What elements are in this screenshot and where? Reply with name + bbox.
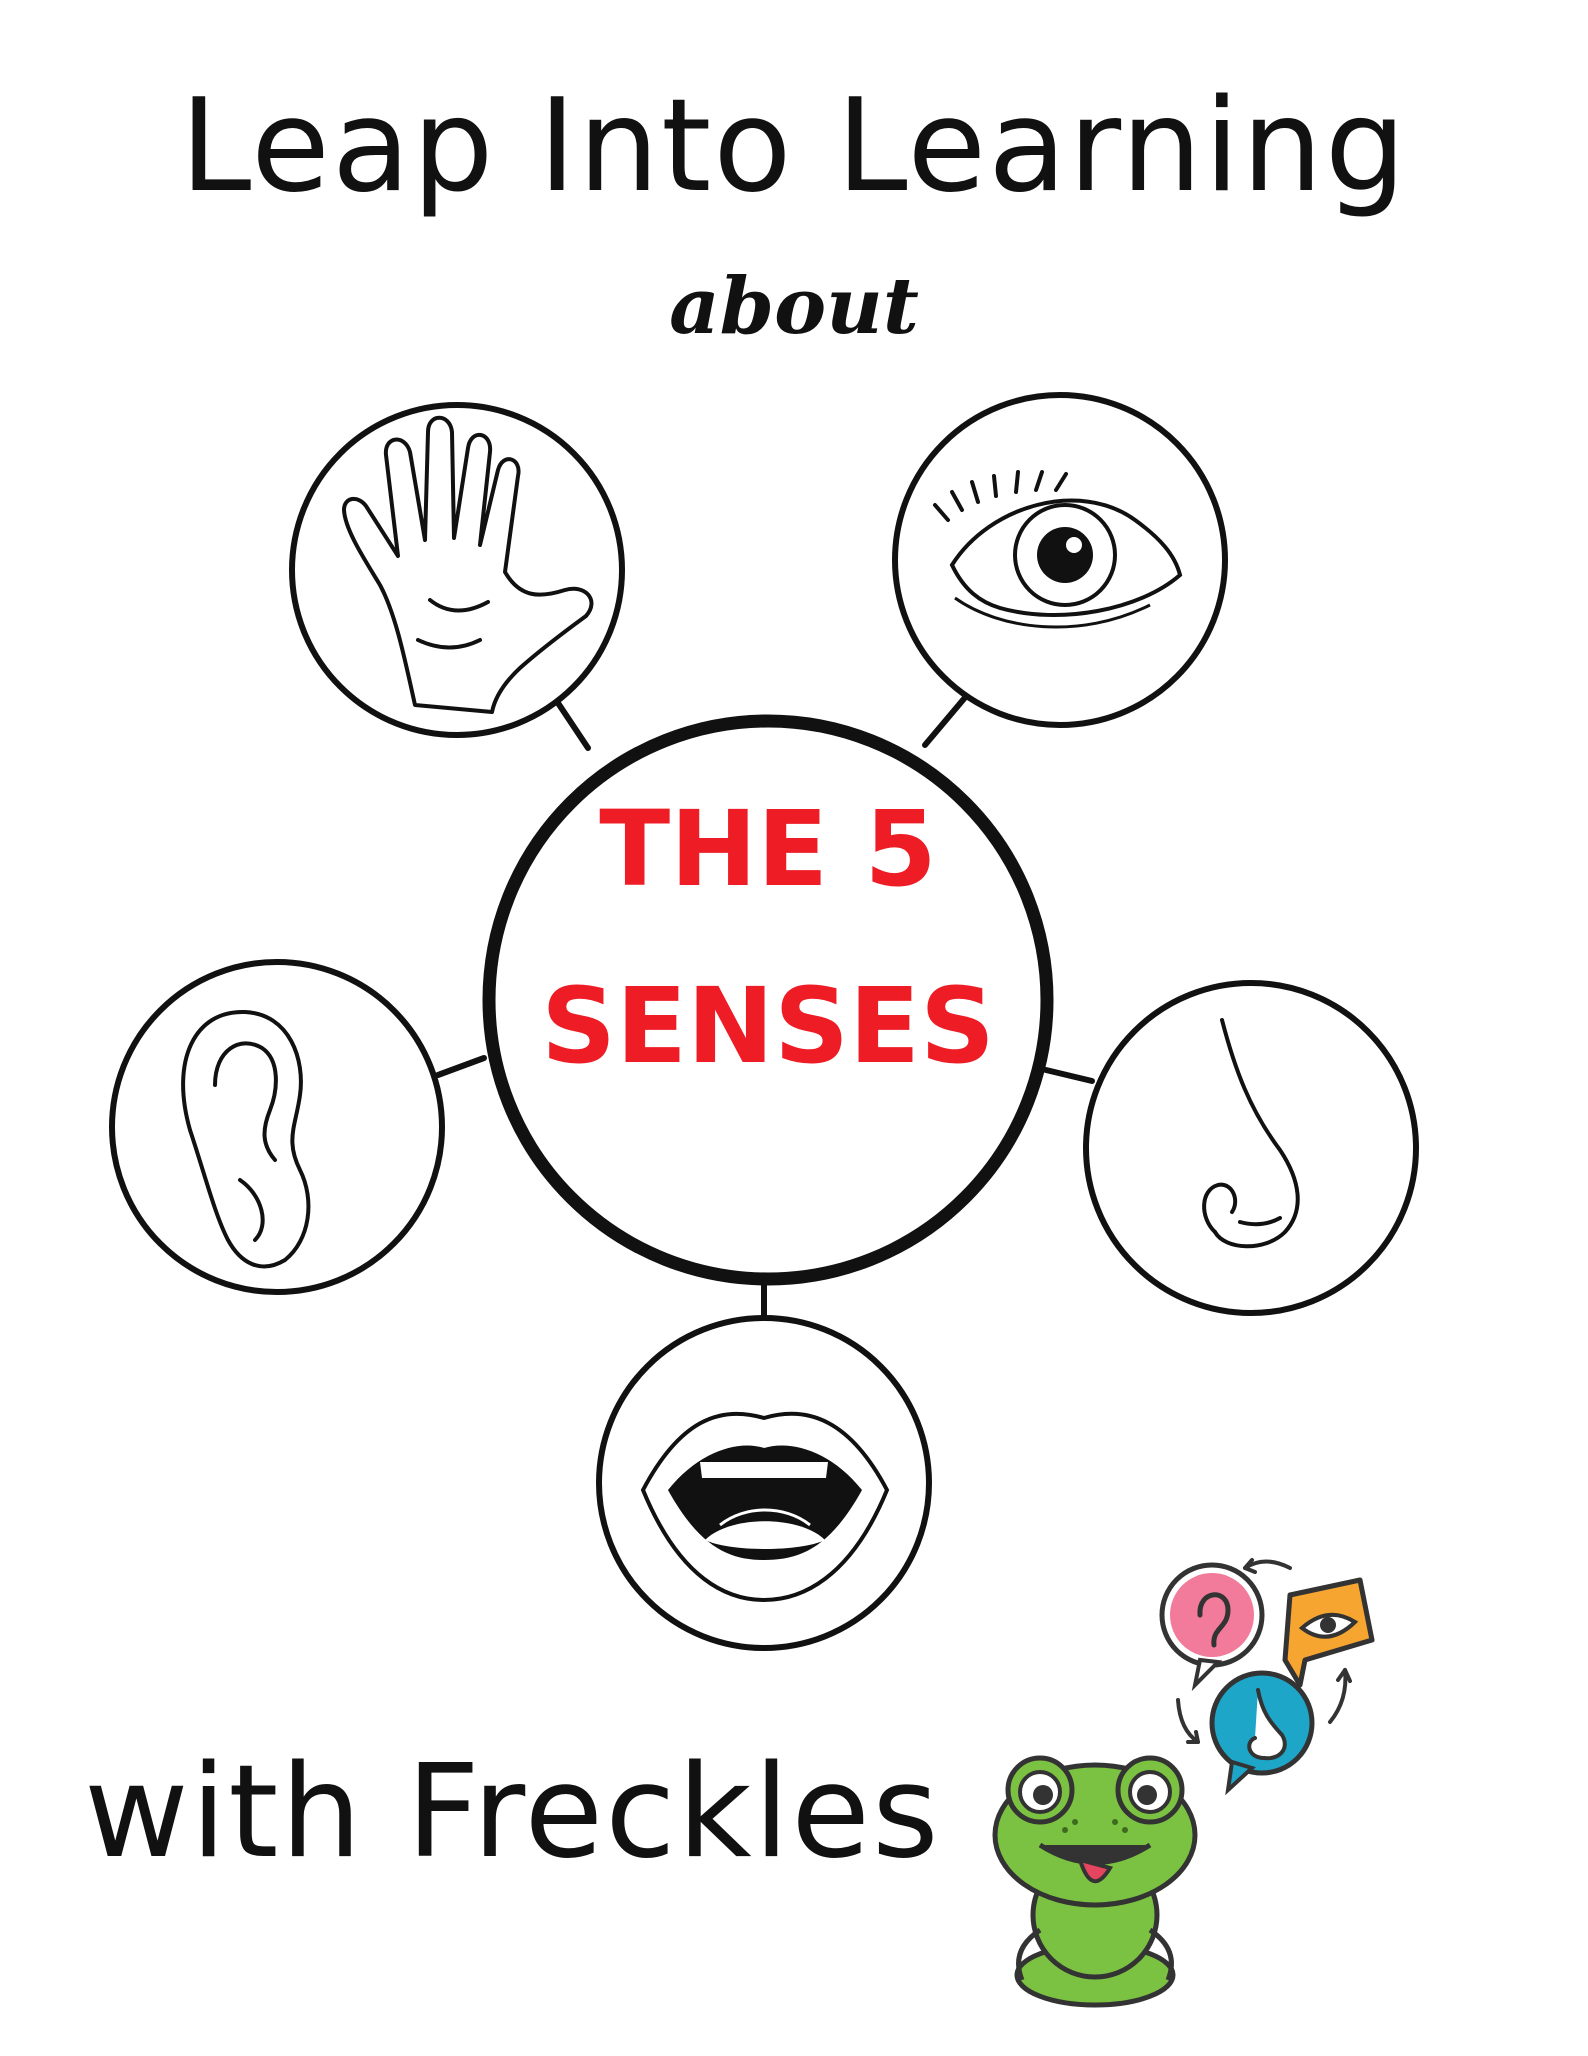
eye-icon — [933, 470, 1183, 629]
frog-mascot-icon — [992, 1755, 1198, 2008]
sense-node-taste — [596, 1315, 932, 1651]
center-title-line1: THE 5 — [599, 788, 937, 910]
center-title-line2: SENSES — [541, 965, 995, 1087]
cycle-arrows-icon — [1176, 1558, 1352, 1744]
footer-text: with Freckles — [84, 1738, 941, 1887]
center-circle — [482, 714, 1054, 1286]
connector-smell — [1043, 1067, 1095, 1084]
senses-bubbles-icon — [1159, 1558, 1375, 1796]
ear-icon — [181, 1009, 311, 1269]
hearing-circle — [109, 959, 445, 1295]
hand-icon — [342, 415, 594, 714]
eye-bubble-icon — [1282, 1577, 1375, 1688]
sense-node-hearing — [109, 959, 445, 1295]
sense-node-smell — [1083, 980, 1419, 1316]
center-node: THE 5 SENSES — [482, 714, 1054, 1286]
smell-circle — [1083, 980, 1419, 1316]
sense-node-touch — [289, 402, 625, 738]
connector-sight — [922, 691, 971, 748]
nose-icon — [1202, 1018, 1300, 1249]
page-subtitle: about — [669, 261, 919, 352]
mouth-icon — [640, 1411, 890, 1603]
page-title: Leap Into Learning — [180, 72, 1408, 221]
nose-bubble-icon — [1209, 1670, 1315, 1796]
connector-hearing — [435, 1055, 487, 1078]
sense-node-sight — [892, 392, 1228, 728]
ear-bubble-icon — [1159, 1562, 1265, 1692]
